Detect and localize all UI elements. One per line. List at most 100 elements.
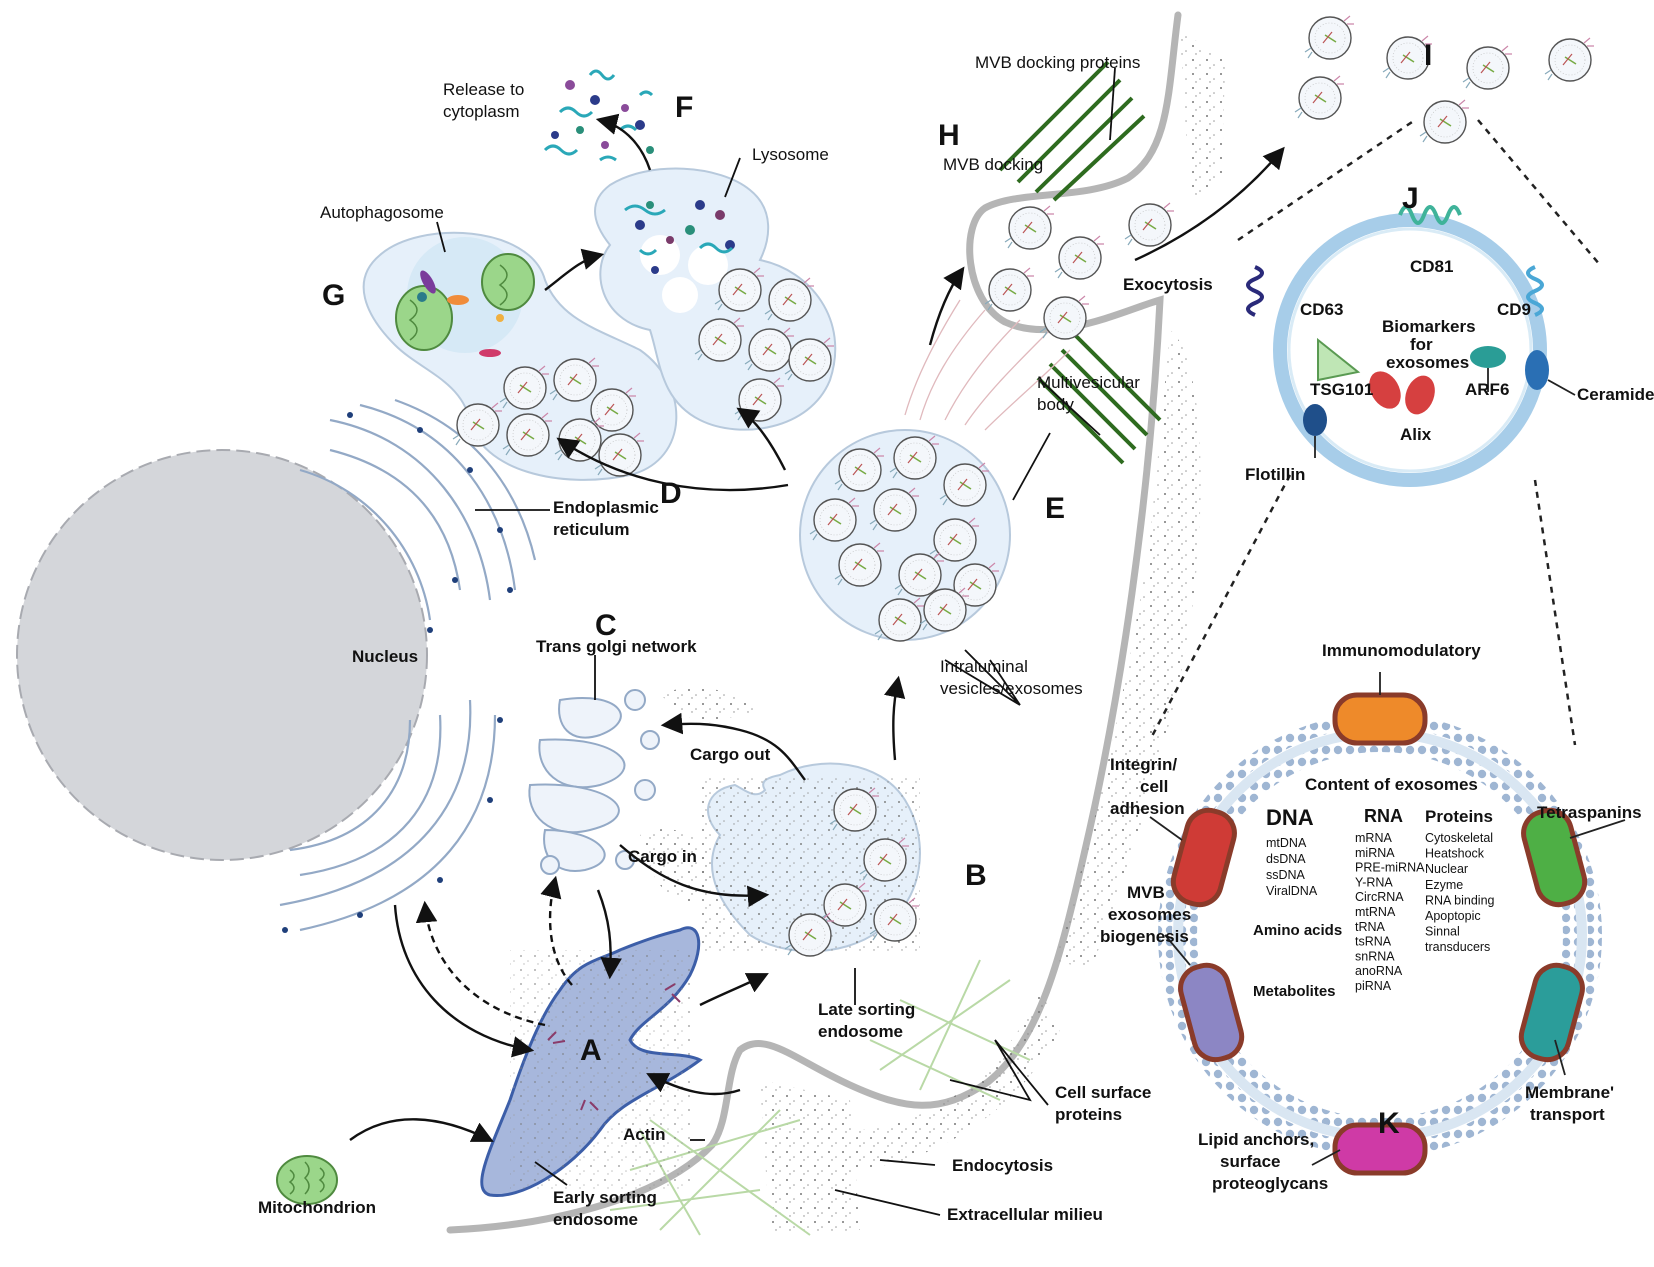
microtubule-lines bbox=[904, 299, 1071, 431]
endoplasmic-reticulum bbox=[279, 398, 537, 933]
cd9-label: CD9 bbox=[1497, 300, 1531, 319]
letter-g: G bbox=[322, 279, 345, 312]
early-sorting-label-1: Early sorting bbox=[553, 1188, 657, 1207]
rna-item: anoRNA bbox=[1355, 964, 1403, 978]
letter-j: J bbox=[1402, 182, 1419, 215]
endocytosis-label: Endocytosis bbox=[952, 1156, 1053, 1175]
dna-item: ViralDNA bbox=[1266, 884, 1318, 898]
rna-title: RNA bbox=[1364, 806, 1403, 826]
protein-item: transducers bbox=[1425, 940, 1490, 954]
nucleus: Nucleus bbox=[16, 449, 428, 861]
protein-item: RNA binding bbox=[1425, 893, 1495, 907]
cargo-in-label: Cargo in bbox=[628, 847, 697, 866]
biomarker-labels: CD81 CD63 CD9 Biomarkers for exosomes TS… bbox=[1245, 257, 1654, 484]
docking-protein-lines bbox=[998, 60, 1162, 465]
released-molecules bbox=[543, 69, 654, 162]
letter-e: E bbox=[1045, 492, 1065, 525]
intraluminal-label-1: Intraluminal bbox=[940, 657, 1028, 676]
panel-letters: A B C D E F G H I J K bbox=[322, 39, 1432, 1140]
leader-lines bbox=[436, 67, 1331, 1216]
early-sorting-label-2: endosome bbox=[553, 1210, 638, 1229]
integrin-label-3: adhesion bbox=[1110, 799, 1185, 818]
cell-surface-label-2: proteins bbox=[1055, 1105, 1122, 1124]
extracellular-label: Extracellular milieu bbox=[947, 1205, 1103, 1224]
letter-f: F bbox=[675, 91, 693, 124]
protein-item: Sinnal bbox=[1425, 925, 1460, 939]
rna-item: CircRNA bbox=[1355, 890, 1404, 904]
nucleus-label: Nucleus bbox=[352, 647, 418, 666]
pathway-arrows bbox=[349, 113, 1285, 1142]
lysosome-label: Lysosome bbox=[752, 145, 829, 164]
cell-labels: Release to cytoplasm Lysosome Autophagos… bbox=[258, 53, 1213, 1229]
multivesicular-body bbox=[799, 429, 1011, 642]
lipid-anchors-label-3: proteoglycans bbox=[1212, 1174, 1328, 1193]
protein-item: Apoptopic bbox=[1425, 909, 1481, 923]
released-exosomes bbox=[1294, 15, 1595, 144]
dna-item: mtDNA bbox=[1266, 836, 1307, 850]
dna-item: ssDNA bbox=[1266, 868, 1306, 882]
tsg101-label: TSG101 bbox=[1310, 380, 1373, 399]
exosome-content-schematic bbox=[1149, 672, 1626, 1176]
biomarkers-label-2: for bbox=[1410, 335, 1433, 354]
alix-label: Alix bbox=[1400, 425, 1432, 444]
letter-k: K bbox=[1378, 1107, 1400, 1140]
dashed-arrows bbox=[415, 875, 573, 1027]
cargo-out-label: Cargo out bbox=[690, 745, 771, 764]
rna-item: snRNA bbox=[1355, 949, 1395, 963]
late-sorting-label-2: endosome bbox=[818, 1022, 903, 1041]
rna-item: tsRNA bbox=[1355, 935, 1392, 949]
late-sorting-label-1: Late sorting bbox=[818, 1000, 915, 1019]
trans-golgi-label: Trans golgi network bbox=[536, 637, 697, 656]
lysosome bbox=[594, 167, 837, 431]
rna-item: miRNA bbox=[1355, 846, 1395, 860]
metabolites-label: Metabolites bbox=[1253, 983, 1336, 1000]
protein-item: Nuclear bbox=[1425, 862, 1468, 876]
flotillin-label: Flotillin bbox=[1245, 465, 1305, 484]
membrane-transport-label-2: transport bbox=[1530, 1105, 1605, 1124]
late-sorting-endosome bbox=[700, 762, 921, 957]
early-sorting-endosome bbox=[480, 926, 703, 1198]
exocytosis-label: Exocytosis bbox=[1123, 275, 1213, 294]
actin-label: Actin bbox=[623, 1125, 666, 1144]
endoplasmic-reticulum-label-1: Endoplasmic bbox=[553, 498, 659, 517]
release-label-1: Release to bbox=[443, 80, 524, 99]
zoom-lines bbox=[1148, 118, 1601, 746]
letter-i: I bbox=[1424, 39, 1432, 72]
autophagosome bbox=[362, 231, 678, 481]
ceramide-label: Ceramide bbox=[1577, 385, 1654, 404]
plasma-membrane bbox=[446, 11, 1225, 1235]
rna-item: tRNA bbox=[1355, 920, 1386, 934]
letter-h: H bbox=[938, 119, 960, 152]
tetraspanins-label: Tetraspanins bbox=[1537, 803, 1642, 822]
integrin-label-1: Integrin/ bbox=[1110, 755, 1177, 774]
mvb-biogenesis-label-1: MVB bbox=[1127, 883, 1165, 902]
amino-acids-label: Amino acids bbox=[1253, 922, 1342, 939]
autophagosome-label: Autophagosome bbox=[320, 203, 444, 222]
content-title: Content of exosomes bbox=[1305, 775, 1478, 794]
rna-item: PRE-miRNA bbox=[1355, 861, 1425, 875]
letter-c: C bbox=[595, 609, 617, 642]
multivesicular-body-label-2: body bbox=[1037, 395, 1074, 414]
actin-filaments bbox=[609, 959, 1031, 1236]
rna-list: mRNAmiRNAPRE-miRNAY-RNACircRNAmtRNAtRNAt… bbox=[1355, 831, 1425, 993]
cell-surface-label-1: Cell surface bbox=[1055, 1083, 1151, 1102]
arf6-label: ARF6 bbox=[1465, 380, 1509, 399]
multivesicular-body-label-1: Multivesicular bbox=[1037, 373, 1140, 392]
letter-a: A bbox=[580, 1034, 602, 1067]
immunomodulatory-label: Immunomodulatory bbox=[1322, 641, 1481, 660]
exosome-biomarker-schematic bbox=[1246, 205, 1576, 487]
rna-item: mRNA bbox=[1355, 831, 1392, 845]
rna-item: mtRNA bbox=[1355, 905, 1396, 919]
mitochondrion-label: Mitochondrion bbox=[258, 1198, 376, 1217]
letter-b: B bbox=[965, 859, 987, 892]
dna-list: mtDNA dsDNA ssDNA ViralDNA bbox=[1266, 836, 1318, 898]
dna-item: dsDNA bbox=[1266, 852, 1306, 866]
letter-d: D bbox=[660, 477, 682, 510]
lipid-anchors-label-2: surface bbox=[1220, 1152, 1280, 1171]
cd81-label: CD81 bbox=[1410, 257, 1453, 276]
protein-item: Heatshock bbox=[1425, 847, 1485, 861]
docked-mvb bbox=[984, 202, 1175, 340]
biomarkers-label-1: Biomarkers bbox=[1382, 317, 1476, 336]
